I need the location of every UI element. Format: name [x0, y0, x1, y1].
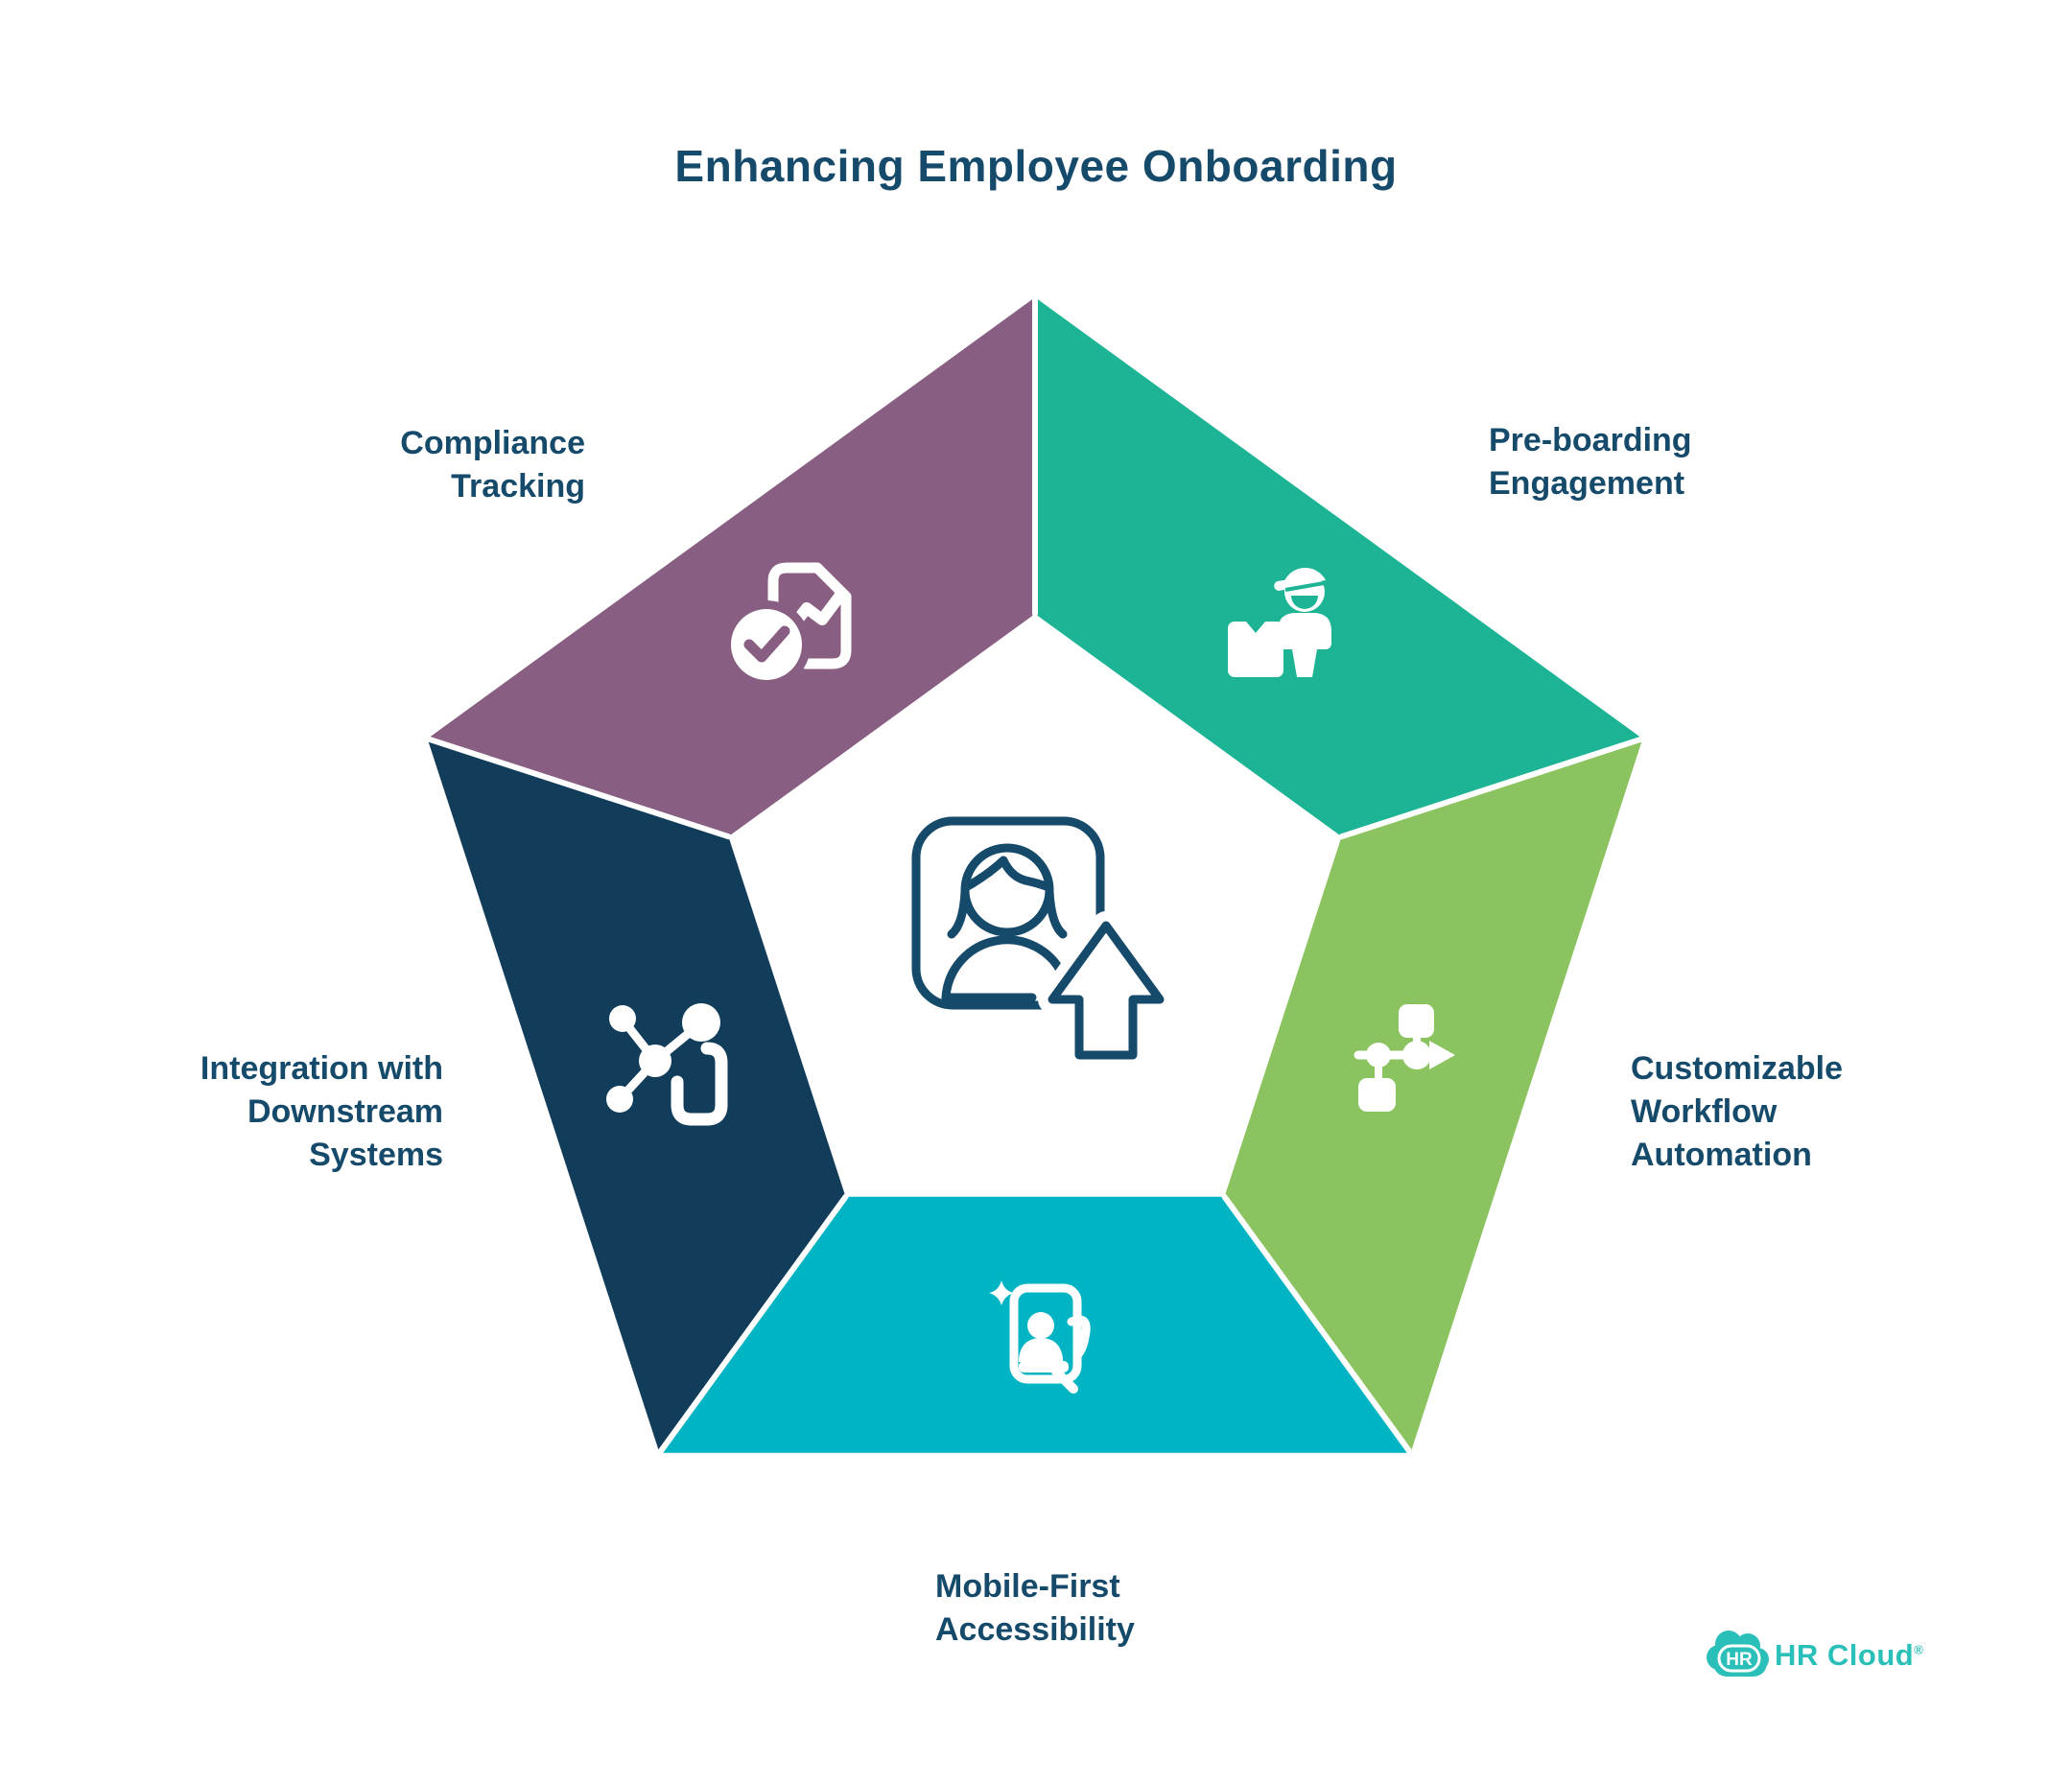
hr-cloud-logo-cloud: HR	[1707, 1631, 1769, 1677]
segment-integration-systems	[427, 739, 846, 1453]
segment-dividers	[424, 294, 1646, 1456]
workflow-automation-icon	[1354, 1004, 1455, 1112]
employee-profile-upload-icon	[911, 816, 1174, 1069]
hr-cloud-logo-text: HR Cloud®	[1775, 1638, 1923, 1673]
mobile-selfie-icon	[989, 1280, 1091, 1394]
system-integration-icon	[606, 1003, 728, 1126]
segment-customizable-workflow	[1224, 739, 1643, 1453]
segment-pre-boarding-engagement	[1035, 297, 1643, 837]
hr-cloud-logo-mark: ®	[1914, 1642, 1924, 1657]
label-integration-systems: Integration with Downstream Systems	[200, 1050, 443, 1173]
label-compliance-tracking: Compliance Tracking	[400, 425, 585, 505]
label-customizable-workflow: Customizable Workflow Automation	[1631, 1050, 1844, 1173]
segment-compliance-tracking	[427, 297, 1036, 837]
hr-cloud-logo: HR HR Cloud®	[1706, 1629, 1955, 1686]
hr-badge-text: HR	[1726, 1650, 1753, 1670]
hr-badge-outline	[1717, 1644, 1761, 1673]
label-mobile-first: Mobile-First Accessibility	[935, 1568, 1135, 1648]
new-hire-package-icon	[1228, 567, 1331, 677]
compliance-report-check-icon	[722, 562, 852, 689]
pentagon-segments	[427, 297, 1643, 1453]
label-pre-boarding-engagement: Pre-boarding Engagement	[1489, 422, 1692, 502]
hr-cloud-logo-name: HR Cloud	[1775, 1638, 1915, 1672]
page-title: Enhancing Employee Onboarding	[674, 141, 1398, 191]
